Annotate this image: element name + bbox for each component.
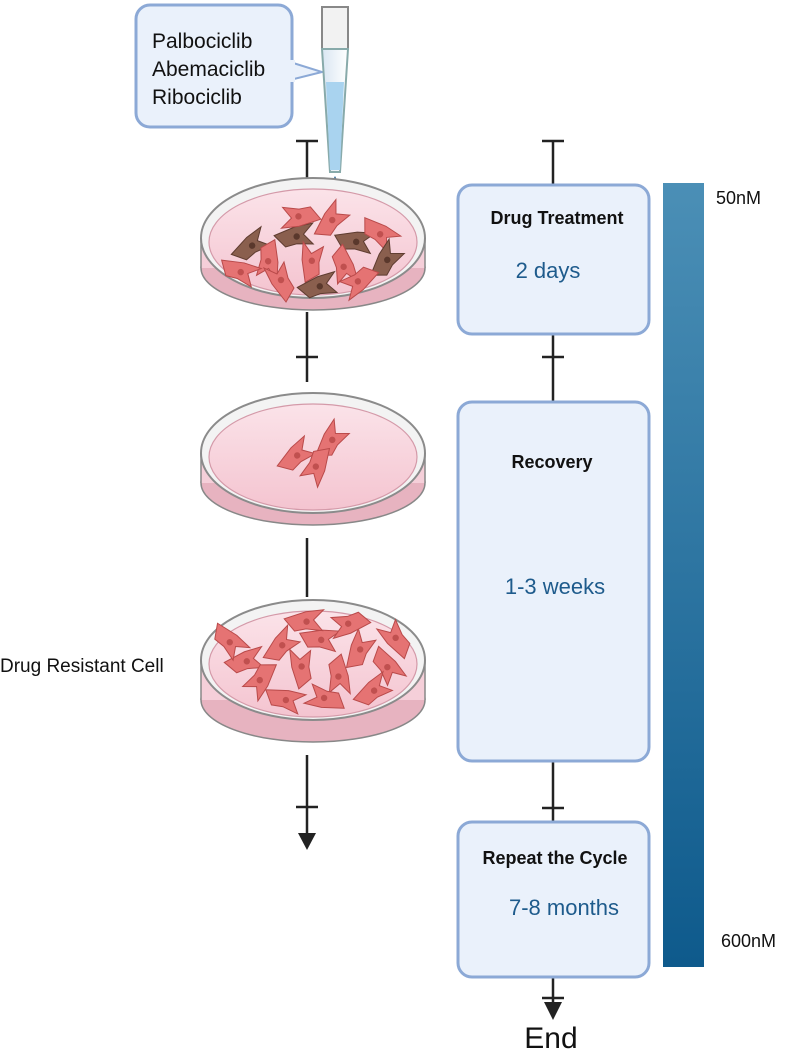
drug-name: Ribociclib <box>152 86 242 109</box>
stage-duration: 2 days <box>516 258 581 283</box>
stage-duration: 7-8 months <box>509 895 619 920</box>
stage-box-recovery: Recovery 1-3 weeks <box>456 400 651 763</box>
concentration-end-label: 600nM <box>721 931 776 951</box>
drug-name: Abemaciclib <box>152 58 265 81</box>
resistant-cell-label: Drug Resistant Cell <box>0 656 164 677</box>
petri-dish-icon <box>200 597 426 743</box>
arrow-down-icon <box>298 833 316 850</box>
concentration-start-label: 50nM <box>716 188 761 208</box>
concentration-gradient-bar <box>663 183 704 967</box>
stage-title: Recovery <box>511 452 592 472</box>
stage-box-drug-treatment: Drug Treatment 2 days <box>456 183 651 336</box>
arrow-down-icon <box>544 1002 562 1020</box>
stage-title: Repeat the Cycle <box>482 848 627 868</box>
end-label: End <box>524 1022 577 1052</box>
stage-box-repeat: Repeat the Cycle 7-8 months <box>456 820 651 979</box>
drug-name: Palbociclib <box>152 30 252 53</box>
pipette-icon <box>320 6 350 207</box>
petri-dish-icon <box>200 392 426 526</box>
drug-callout: Palbociclib Abemaciclib Ribociclib <box>134 3 326 129</box>
left-timeline <box>296 139 318 850</box>
right-timeline <box>542 139 564 1020</box>
stage-duration: 1-3 weeks <box>505 574 605 599</box>
petri-dish-icon <box>200 177 426 311</box>
stage-title: Drug Treatment <box>490 208 623 228</box>
